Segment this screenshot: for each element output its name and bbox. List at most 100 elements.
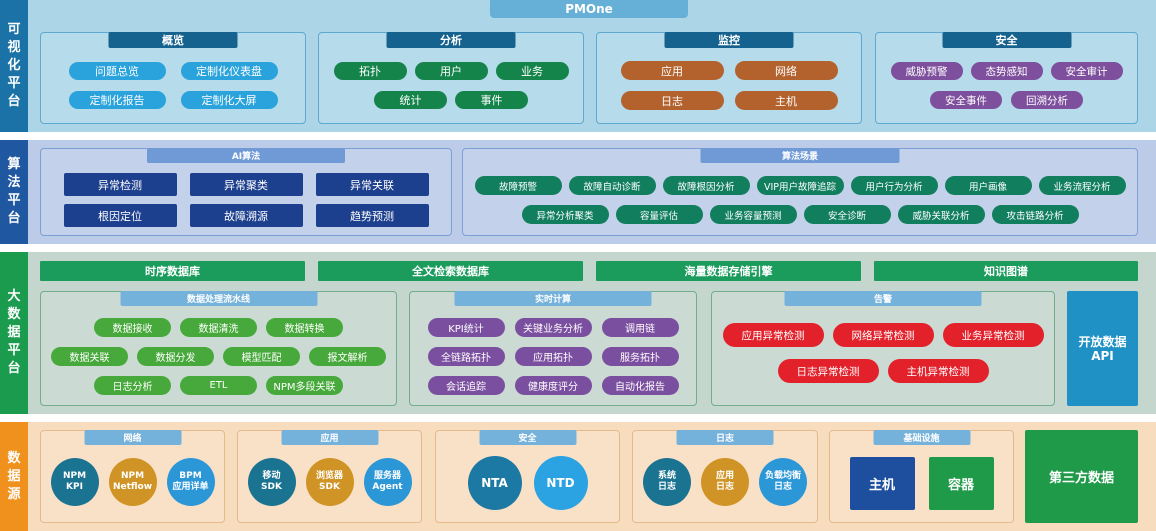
analysis-item: 业务	[495, 62, 569, 80]
pill-row: 统计 事件	[374, 91, 528, 109]
layer-label-text: 算法平台	[7, 157, 21, 226]
pill-row: 拓扑 用户 业务	[333, 62, 569, 80]
layer-label-data-source: 数据源	[0, 422, 28, 531]
container-source: 容器	[928, 457, 994, 510]
circle-rows: NPM KPI NPM Netflow BPM 应用详单	[41, 458, 224, 506]
group-header-application: 应用	[281, 430, 378, 445]
scenario-item: 威胁关联分析	[897, 205, 985, 224]
system-log-source: 系统 日志	[643, 458, 691, 506]
open-api-line: API	[1091, 348, 1114, 363]
source-label-line: Agent	[372, 482, 403, 492]
security-source-group: 安全 NTA NTD	[435, 430, 620, 523]
data-source-layer: 数据源 网络 NPM KPI NPM Netflow BPM 应用详单	[0, 422, 1156, 531]
bigdata-platform-layer: 大数据平台 时序数据库 全文检索数据库 海量数据存储引擎 知识图谱 数据处理流水…	[0, 252, 1156, 414]
server-agent-source: 服务器 Agent	[363, 458, 412, 506]
square-rows: 主机 容器	[830, 457, 1013, 510]
pill-row: 威胁预警 态势感知 安全审计	[890, 62, 1123, 80]
alert-item: 网络异常检测	[832, 323, 934, 347]
realtime-item: 全链路拓扑	[427, 347, 505, 366]
group-header-infrastructure: 基础设施	[873, 430, 970, 445]
pipeline-item: 日志分析	[94, 376, 171, 395]
pill-rows: 故障预警 故障自动诊断 故障根因分析 VIP用户故障追踪 用户行为分析 用户画像…	[463, 176, 1137, 224]
store-storage-engine: 海量数据存储引擎	[596, 261, 861, 281]
pill-rows: 应用 网络 日志 主机	[597, 61, 861, 110]
pipeline-item: 模型匹配	[223, 347, 300, 366]
source-label-line: KPI	[66, 482, 83, 492]
ai-algorithm-item: 根因定位	[63, 204, 177, 227]
pill-rows: KPI统计 关键业务分析 调用链 全链路拓扑 应用拓扑 服务拓扑 会话追踪 健康…	[410, 318, 696, 395]
group-header-analysis: 分析	[386, 32, 516, 48]
bpm-detail-source: BPM 应用详单	[166, 458, 215, 506]
pill-row: 故障预警 故障自动诊断 故障根因分析 VIP用户故障追踪 用户行为分析 用户画像…	[474, 176, 1126, 195]
overview-item: 定制化仪表盘	[180, 62, 278, 80]
alert-item: 应用异常检测	[722, 323, 824, 347]
pipeline-item: ETL	[180, 376, 257, 395]
circle-rows: 移动 SDK 浏览器 SDK 服务器 Agent	[238, 458, 421, 506]
button-row: 根因定位 故障溯源 趋势预测	[63, 204, 429, 227]
scenario-item: 业务容量预测	[709, 205, 797, 224]
network-source-group: 网络 NPM KPI NPM Netflow BPM 应用详单	[40, 430, 225, 523]
source-label-line: NPM	[62, 471, 87, 481]
ai-algorithm-group: AI算法 异常检测 异常聚类 异常关联 根因定位 故障溯源 趋势预测	[40, 148, 452, 236]
realtime-item: 服务拓扑	[601, 347, 679, 366]
load-balancer-log-source: 负载均衡 日志	[759, 458, 807, 506]
pill-row: 日志 主机	[620, 91, 838, 110]
pill-rows: 拓扑 用户 业务 统计 事件	[319, 62, 583, 109]
pill-row: 全链路拓扑 应用拓扑 服务拓扑	[427, 347, 679, 366]
third-party-data-block: 第三方数据	[1025, 430, 1138, 523]
visualization-platform-layer: 可视化平台 PMOne 概览 问题总览 定制化仪表盘 定制化报告 定制化大屏 分…	[0, 0, 1156, 132]
data-pipeline-group: 数据处理流水线 数据接收 数据清洗 数据转换 数据关联 数据分发 模型匹配 报文…	[40, 291, 397, 406]
realtime-item: 健康度评分	[514, 376, 592, 395]
pipeline-item: 数据分发	[137, 347, 214, 366]
pill-row: 问题总览 定制化仪表盘	[68, 62, 278, 80]
analysis-item: 统计	[374, 91, 447, 109]
group-header-alert: 告警	[784, 291, 982, 306]
square-row: 主机 容器	[849, 457, 994, 510]
source-label-line: 日志	[773, 482, 792, 492]
pipeline-item: 数据转换	[266, 318, 343, 337]
ai-algorithm-item: 异常聚类	[189, 173, 303, 196]
source-label-line: NPM	[120, 471, 145, 481]
source-label-line: 日志	[657, 482, 676, 492]
realtime-item: KPI统计	[427, 318, 505, 337]
source-label-line: 系统	[657, 471, 676, 481]
overview-item: 定制化大屏	[180, 91, 278, 109]
security-item: 威胁预警	[890, 62, 963, 80]
overview-item: 定制化报告	[68, 91, 166, 109]
application-source-group: 应用 移动 SDK 浏览器 SDK 服务器 Agent	[237, 430, 422, 523]
realtime-item: 自动化报告	[601, 376, 679, 395]
circle-row: 系统 日志 应用 日志 负载均衡 日志	[643, 458, 807, 506]
ai-algorithm-item: 趋势预测	[315, 204, 429, 227]
pill-row: 应用 网络	[620, 61, 838, 80]
realtime-item: 调用链	[601, 318, 679, 337]
browser-sdk-source: 浏览器 SDK	[305, 458, 354, 506]
alert-item: 日志异常检测	[777, 359, 879, 383]
pill-row: 安全事件 回溯分析	[930, 91, 1083, 109]
npm-netflow-source: NPM Netflow	[108, 458, 157, 506]
security-item: 安全事件	[930, 91, 1002, 109]
alert-item: 业务异常检测	[942, 323, 1044, 347]
source-label-line: SDK	[319, 482, 340, 492]
application-log-source: 应用 日志	[701, 458, 749, 506]
store-timeseries-db: 时序数据库	[40, 261, 305, 281]
group-header-network: 网络	[84, 430, 181, 445]
layer-label-text: 大数据平台	[7, 289, 21, 376]
group-header-realtime-compute: 实时计算	[454, 291, 652, 306]
circle-rows: NTA NTD	[436, 456, 619, 510]
pill-rows: 威胁预警 态势感知 安全审计 安全事件 回溯分析	[876, 62, 1137, 109]
scenario-item: 容量评估	[615, 205, 703, 224]
group-header-security: 安全	[942, 32, 1071, 48]
circle-row: NTA NTD	[467, 456, 588, 510]
source-label-line: 负载均衡	[764, 471, 801, 481]
scenario-item: 故障自动诊断	[568, 176, 656, 195]
group-header-data-pipeline: 数据处理流水线	[120, 291, 317, 306]
security-item: 回溯分析	[1011, 91, 1083, 109]
security-item: 安全审计	[1050, 62, 1123, 80]
product-title-tab: PMOne	[490, 0, 688, 18]
button-row: 异常检测 异常聚类 异常关联	[63, 173, 429, 196]
button-rows: 异常检测 异常聚类 异常关联 根因定位 故障溯源 趋势预测	[41, 173, 451, 227]
pill-row: 数据关联 数据分发 模型匹配 报文解析	[51, 347, 386, 366]
realtime-item: 会话追踪	[427, 376, 505, 395]
open-data-api-block: 开放数据 API	[1067, 291, 1138, 406]
